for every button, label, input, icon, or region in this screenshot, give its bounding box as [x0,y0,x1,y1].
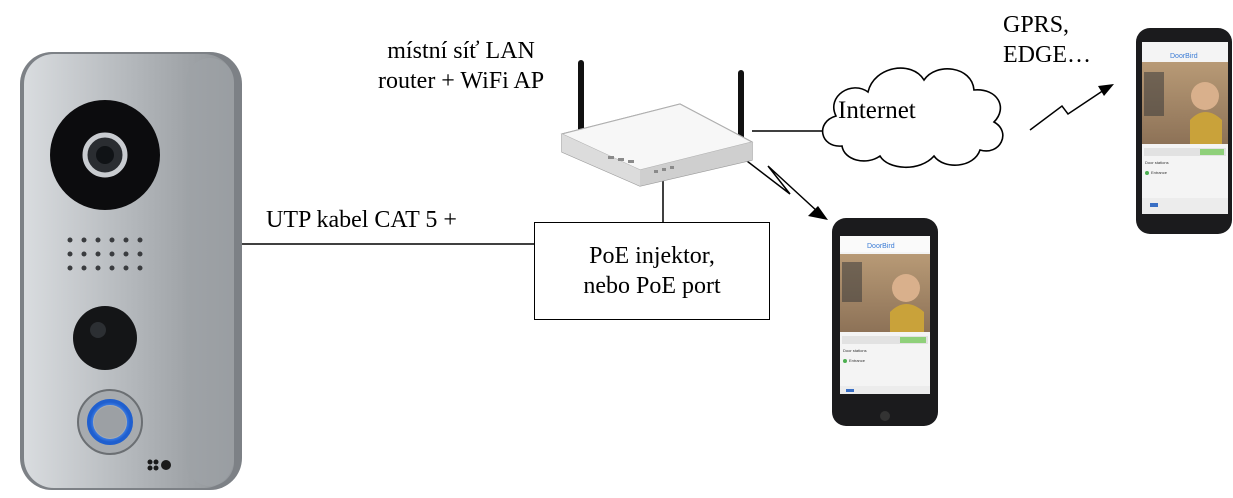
doorbell-device [20,52,242,490]
local-phone-list-item: Entrance [849,358,866,363]
poe-label-line2: nebo PoE port [583,273,721,299]
internet-label: Internet [838,97,916,124]
wifi-arrowhead [808,206,828,220]
router-device [560,60,754,187]
gprs-link-zigzag [1029,89,1105,131]
lan-label-line2: router + WiFi AP [378,68,545,94]
internet-cloud [821,67,1004,168]
utp-cable-label: UTP kabel CAT 5 + [266,207,457,233]
local-phone-brand: DoorBird [867,243,895,250]
poe-label-line1: PoE injektor, [589,243,715,269]
gprs-arrowhead [1098,84,1114,96]
remote-phone-brand: DoorBird [1170,53,1198,60]
local-smartphone: DoorBird Door stations Entrance [832,218,938,426]
local-phone-list-header: Door stations [843,348,867,353]
remote-phone-list-header: Door stations [1145,160,1169,165]
wifi-link-zigzag [729,147,819,213]
remote-phone-list-item: Entrance [1151,170,1168,175]
poe-injector-box: PoE injektor, nebo PoE port [534,222,770,320]
lan-label-line1: místní síť LAN [387,38,535,64]
gprs-label-line2: EDGE… [1003,42,1091,68]
gprs-edge-label: GPRS, EDGE… [1003,10,1091,70]
remote-smartphone: DoorBird Door stations Entrance [1136,28,1232,234]
gprs-label-line1: GPRS, [1003,12,1070,38]
lan-router-label: místní síť LAN router + WiFi AP [378,36,544,96]
